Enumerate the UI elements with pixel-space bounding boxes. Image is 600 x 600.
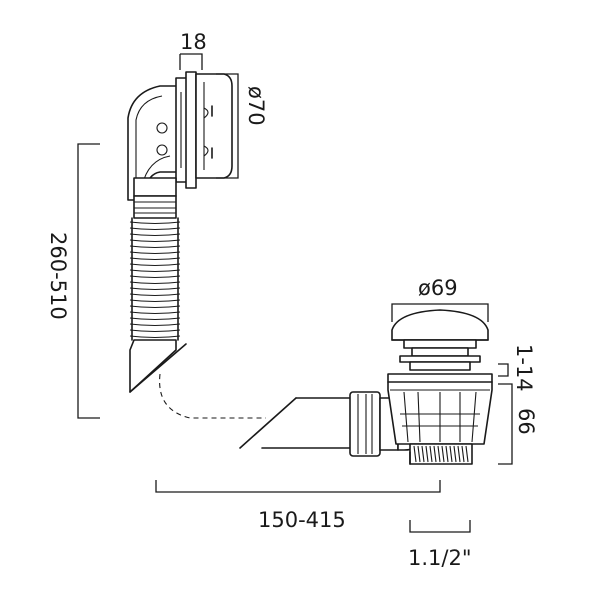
- dim-waste-diameter: ø69: [418, 276, 458, 300]
- hose-ridge: [129, 299, 181, 303]
- thread-line: [413, 445, 417, 463]
- hose-ridge: [129, 221, 181, 225]
- dim-vertical-length: 260-510: [46, 232, 70, 320]
- hose-ridge: [129, 329, 181, 333]
- dim-waste-height: 66: [514, 408, 538, 435]
- hose-ridge: [129, 227, 181, 231]
- thread-line: [425, 445, 429, 463]
- dimension-lines: [77, 53, 513, 533]
- dim-thread-size: 1.1/2": [408, 546, 472, 570]
- thread-line: [465, 445, 469, 463]
- hose-ridge: [129, 335, 181, 339]
- thread-line: [441, 445, 445, 463]
- hose-ridge: [129, 281, 181, 285]
- hose-ridge: [129, 311, 181, 315]
- hose-ridge: [129, 323, 181, 327]
- hose-ridge: [129, 257, 181, 261]
- thread-line: [417, 445, 421, 463]
- hose-ridge: [129, 317, 181, 321]
- thread-line: [453, 445, 457, 463]
- hose-ridge: [129, 269, 181, 273]
- horizontal-tube: [239, 397, 355, 449]
- overflow-hose: [129, 195, 187, 393]
- waste-assembly: [349, 309, 493, 465]
- thread-line: [433, 445, 437, 463]
- hose-ridge: [129, 305, 181, 309]
- dim-plug-travel: 1-14: [512, 344, 536, 392]
- hose-ridge: [129, 251, 181, 255]
- thread-line: [449, 445, 453, 463]
- thread-line: [445, 445, 449, 463]
- hose-ridge: [129, 275, 181, 279]
- dim-overflow-diameter: ø70: [244, 86, 268, 126]
- thread-line: [461, 445, 465, 463]
- hose-ridge: [129, 239, 181, 243]
- hose-ridge: [129, 245, 181, 249]
- overflow-assembly: [127, 71, 233, 201]
- hose-ridge: [129, 233, 181, 237]
- thread-line: [457, 445, 461, 463]
- thread-line: [437, 445, 441, 463]
- thread-line: [429, 445, 433, 463]
- thread-line: [421, 445, 425, 463]
- dim-overflow-depth: 18: [180, 30, 207, 54]
- hose-ridge: [129, 287, 181, 291]
- hose-ridge: [129, 263, 181, 267]
- dim-horizontal-length: 150-415: [258, 508, 346, 532]
- hose-ridge: [129, 293, 181, 297]
